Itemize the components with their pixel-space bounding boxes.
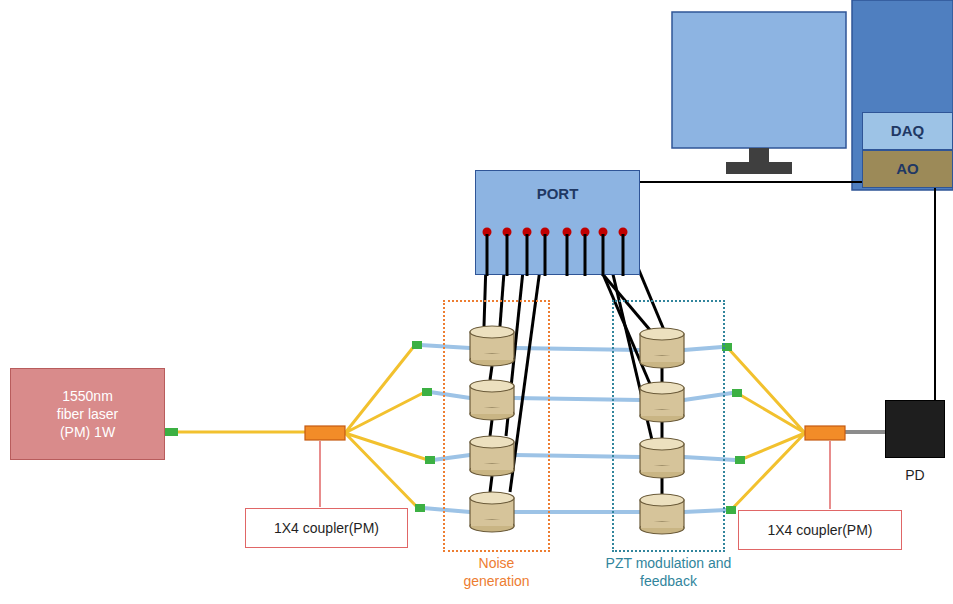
coupler-label: 1X4 coupler(PM) [245,508,408,548]
node-label: Noise generation [452,554,542,590]
node-label: PD [905,467,924,483]
node-label: AO [863,151,952,186]
fiber-stretchers [470,326,684,534]
pzt-group: PZT modulation and feedback [612,300,725,552]
optical-fibers [178,345,885,512]
node-label: PORT [476,171,639,202]
signal-cable [934,188,936,400]
node-label: DAQ [863,113,952,148]
node-label: 1X4 coupler(PM) [274,520,379,536]
node-label: 1X4 coupler(PM) [767,522,872,538]
ao-box: AO [862,150,953,188]
laser-box: 1550nm fiber laser (PM) 1W [10,368,165,460]
noise-group: Noise generation [443,300,550,552]
fiber-couplers [305,426,845,509]
daq-box: DAQ [862,112,953,150]
coupler-label: 1X4 coupler(PM) [738,510,902,550]
node-label: 1550nm fiber laser (PM) 1W [49,387,127,441]
computer [672,0,953,190]
port-box: PORT [475,170,640,275]
photodetector: PD [885,400,945,458]
node-label: PZT modulation and feedback [599,554,739,590]
signal-cable [640,181,862,183]
